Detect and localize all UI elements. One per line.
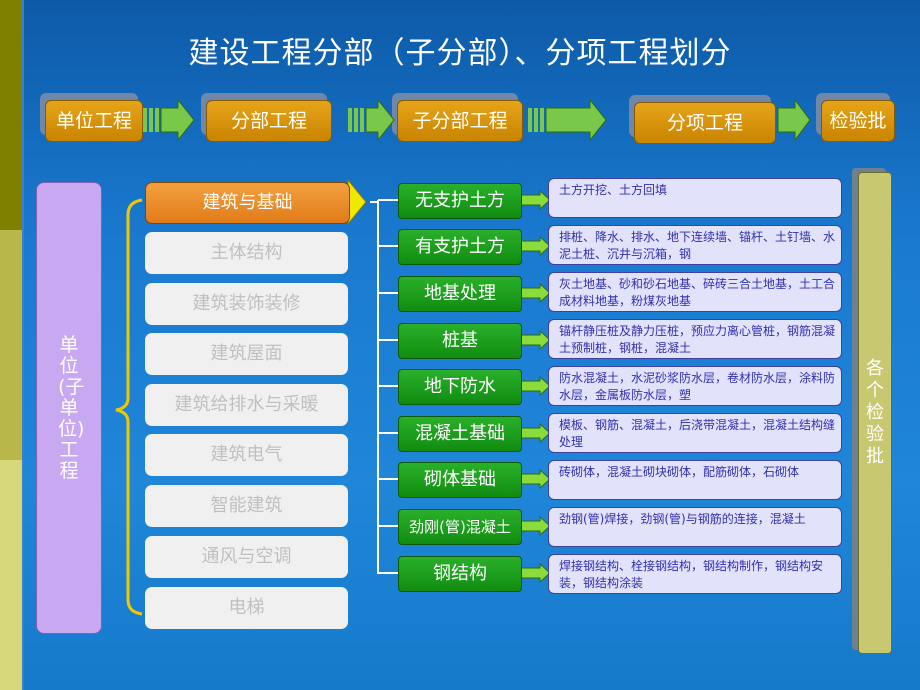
- division-brace: [115, 198, 143, 616]
- inspection-lot-label: 各个检验批: [866, 358, 884, 467]
- subdivision-item[interactable]: 有支护土方: [398, 229, 522, 265]
- flow-division: 分部工程: [206, 100, 332, 142]
- flow-inspection-lot: 检验批: [821, 100, 895, 142]
- subitem-detail: 焊接钢结构、栓接钢结构，钢结构制作，钢结构安装，钢结构涂装: [548, 554, 842, 594]
- subdivision-item[interactable]: 钢结构: [398, 556, 522, 592]
- unit-project-label: 单位(子单位)工程: [58, 333, 85, 482]
- branch-lines: [378, 199, 398, 574]
- inspection-lot-panel: 各个检验批: [858, 172, 892, 654]
- subdivision-item[interactable]: 无支护土方: [398, 183, 522, 219]
- decor-strip-top: [0, 0, 22, 230]
- subitem-detail: 防水混凝土，水泥砂浆防水层，卷材防水层，涂料防水层，金属板防水层，塑: [548, 366, 842, 406]
- division-item[interactable]: 智能建筑: [145, 485, 348, 527]
- subdivision-item[interactable]: 砌体基础: [398, 462, 522, 498]
- subitem-detail: 模板、钢筋、混凝土，后浇带混凝土，混凝土结构缝处理: [548, 413, 842, 453]
- division-item[interactable]: 通风与空调: [145, 536, 348, 578]
- flow-unit-project: 单位工程: [45, 100, 143, 142]
- decor-strip-divider: [22, 0, 24, 690]
- decor-strip-middle: [0, 230, 22, 460]
- division-item[interactable]: 建筑电气: [145, 434, 348, 476]
- flow-subdivision: 子分部工程: [397, 100, 523, 142]
- subdivision-item[interactable]: 地下防水: [398, 369, 522, 405]
- flow-arrow-4: [777, 98, 811, 142]
- subitem-detail: 砖砌体，混凝土砌块砌体，配筋砌体，石砌体: [548, 460, 842, 500]
- subitem-detail: 劲钢(管)焊接，劲钢(管)与钢筋的连接，混凝土: [548, 507, 842, 547]
- subdivision-item[interactable]: 地基处理: [398, 276, 522, 312]
- subdivision-item[interactable]: 桩基: [398, 323, 522, 359]
- division-item[interactable]: 建筑与基础: [145, 182, 350, 224]
- subitem-detail: 排桩、降水、排水、地下连续墙、锚杆、土钉墙、水泥土桩、沉井与沉箱，钢: [548, 225, 842, 265]
- detail-arrows: [520, 189, 551, 584]
- subdivision-item[interactable]: 混凝土基础: [398, 416, 522, 452]
- subitem-detail: 土方开挖、土方回填: [548, 178, 842, 218]
- unit-project-panel: 单位(子单位)工程: [36, 182, 102, 634]
- subitem-detail: 锚杆静压桩及静力压桩，预应力离心管桩，钢筋混凝土预制桩，钢桩，混凝土: [548, 319, 842, 359]
- division-item[interactable]: 电梯: [145, 587, 348, 629]
- flow-arrow-2: [348, 98, 395, 142]
- flow-arrow-3: [528, 98, 607, 142]
- division-item[interactable]: 建筑装饰装修: [145, 283, 348, 325]
- division-item[interactable]: 建筑给排水与采暖: [145, 384, 348, 426]
- decor-strip-bottom: [0, 460, 22, 690]
- division-item[interactable]: 主体结构: [145, 232, 348, 274]
- page-title: 建设工程分部（子分部）、分项工程划分: [188, 36, 732, 71]
- flow-subitem: 分项工程: [634, 102, 776, 144]
- subitem-detail: 灰土地基、砂和砂石地基、碎砖三合土地基，土工合成材料地基，粉煤灰地基: [548, 272, 842, 312]
- subdivision-item[interactable]: 劲刚(管)混凝土: [398, 509, 522, 545]
- flow-arrow-1: [143, 98, 195, 142]
- division-item[interactable]: 建筑屋面: [145, 333, 348, 375]
